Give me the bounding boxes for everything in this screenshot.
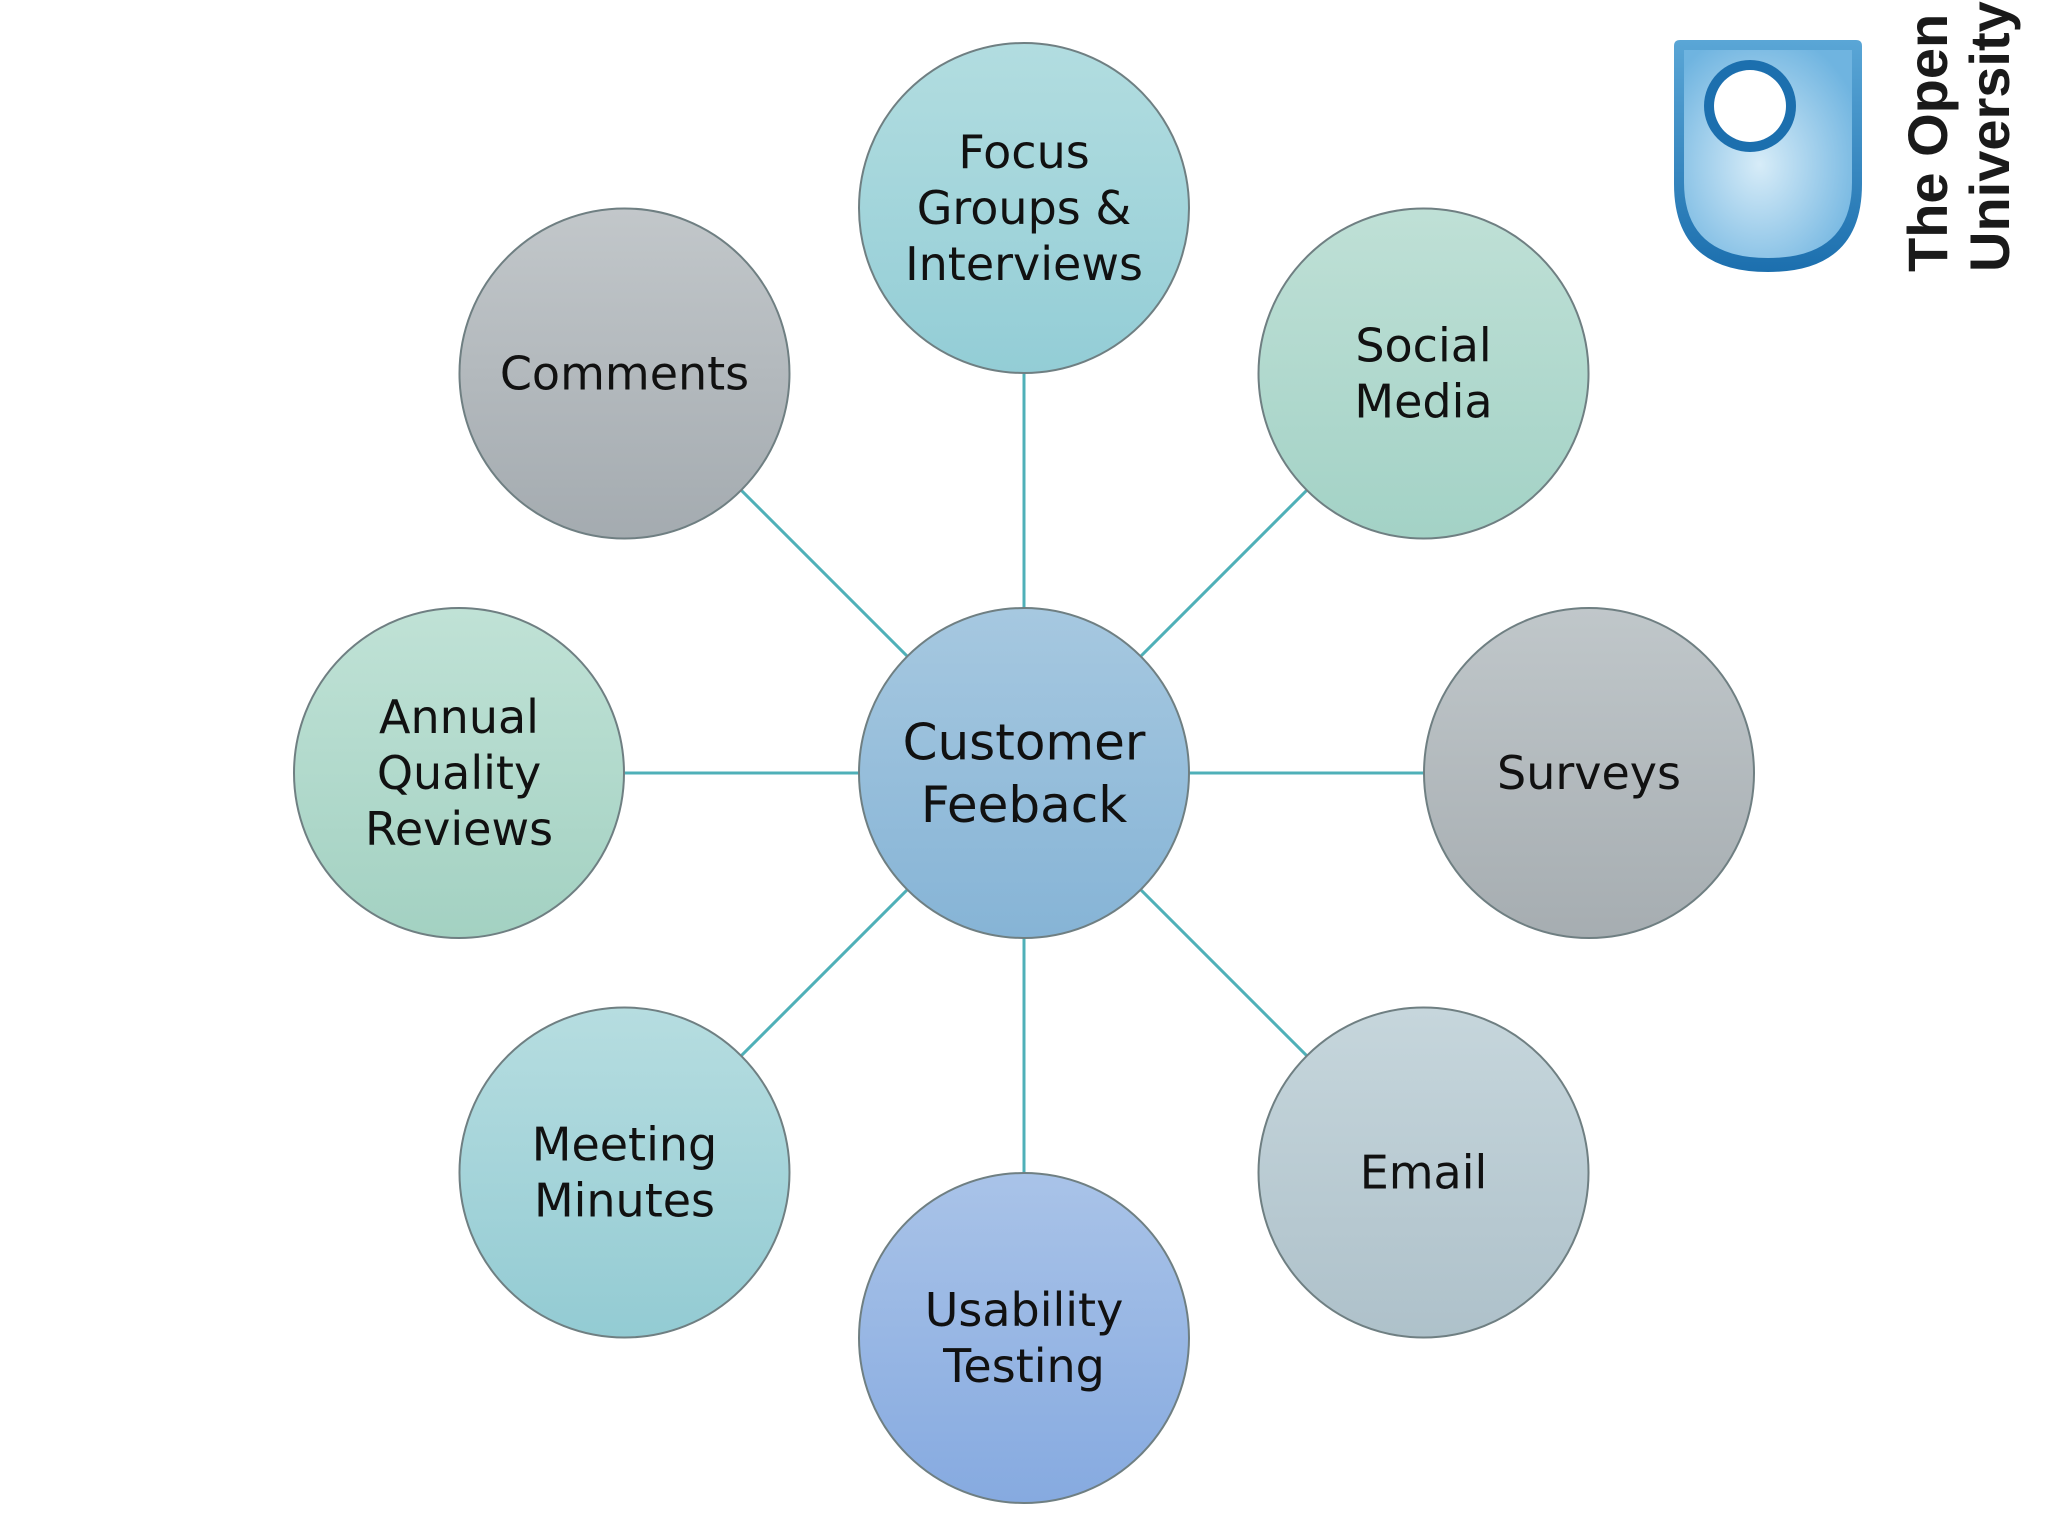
node-usability-testing-label-line: Testing — [942, 1339, 1105, 1393]
node-annual-quality-reviews-label-line: Reviews — [365, 802, 553, 856]
node-center-customer-feedback-label-line: Customer — [903, 713, 1146, 771]
node-meeting-minutes-label-line: Minutes — [534, 1174, 715, 1228]
node-surveys-circle — [1423, 607, 1755, 939]
node-focus-groups-circle — [858, 42, 1190, 374]
node-email: Email — [1257, 1006, 1590, 1339]
node-usability-testing-circle — [858, 1172, 1190, 1504]
node-comments-label-line: Comments — [500, 347, 749, 401]
open-university-logo — [1660, 30, 2020, 290]
connector-meeting-minutes — [740, 888, 909, 1057]
node-focus-groups-label-line: Interviews — [905, 237, 1143, 291]
node-center-customer-feedback-circle — [858, 607, 1190, 939]
node-focus-groups-label-line: Groups & — [917, 181, 1132, 235]
node-surveys: Surveys — [1423, 607, 1755, 939]
node-social-media-label-line: Media — [1354, 375, 1492, 429]
node-usability-testing-label-line: Usability — [925, 1283, 1124, 1337]
node-surveys-label-line: Surveys — [1497, 746, 1681, 800]
node-annual-quality-reviews-label-line: Quality — [377, 746, 541, 800]
node-social-media-label-line: Social — [1355, 319, 1491, 373]
node-social-media-circle — [1257, 207, 1590, 540]
connector-comments — [740, 489, 909, 658]
connector-lines — [624, 373, 1424, 1173]
connector-email — [1139, 888, 1308, 1057]
connector-social-media — [1139, 489, 1308, 658]
node-comments-circle — [458, 207, 791, 540]
node-comments: Comments — [458, 207, 791, 540]
node-annual-quality-reviews-circle — [293, 607, 625, 939]
node-annual-quality-reviews-label-line: Annual — [379, 690, 539, 744]
node-email-label-line: Email — [1360, 1146, 1488, 1200]
logo-line-2: University — [1958, 1, 2021, 272]
node-center-customer-feedback-label-line: Feeback — [921, 776, 1127, 834]
node-meeting-minutes-label-line: Meeting — [532, 1118, 717, 1172]
node-meeting-minutes-circle — [458, 1006, 791, 1339]
node-email-circle — [1257, 1006, 1590, 1339]
logo-line-1: The Open — [1896, 13, 1959, 272]
node-focus-groups-label-line: Focus — [958, 125, 1089, 179]
shield-icon — [1674, 40, 1862, 272]
